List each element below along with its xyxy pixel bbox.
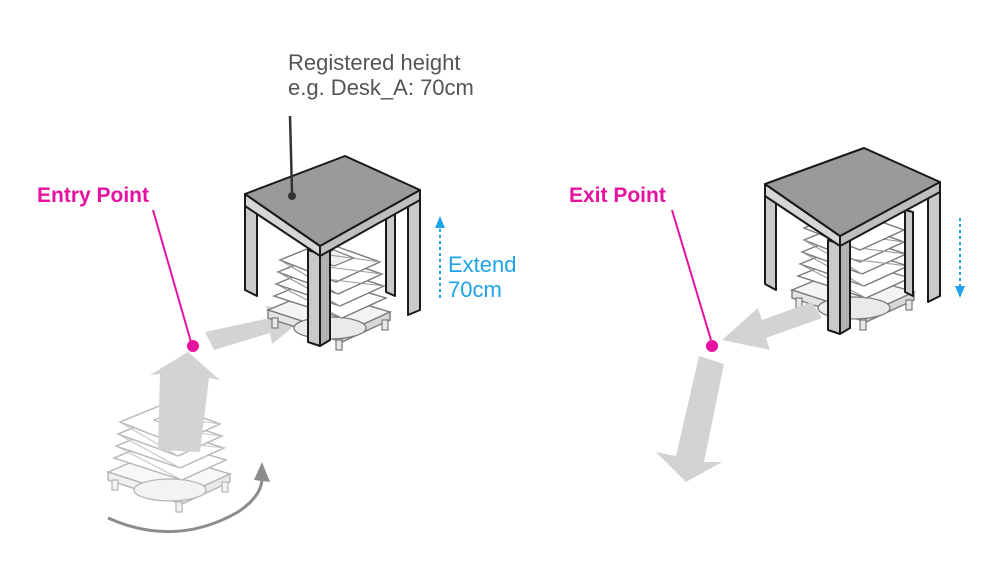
extend-label: Extend 70cm [448,252,517,303]
entry-pointer-line [152,209,192,343]
arrow-up-to-entry [150,352,220,452]
desk-exit [764,147,941,335]
entry-point-dot [187,340,199,352]
registered-height-label: Registered height e.g. Desk_A: 70cm [288,50,474,101]
registered-height-line1: Registered height [288,50,461,75]
arrow-desk-to-exit [722,302,822,350]
extend-line2: 70cm [448,277,502,303]
exit-pointer-line [671,209,712,341]
rotation-arrowhead [254,462,270,482]
exit-point-dot [706,340,718,352]
desk-entry [244,155,421,347]
extend-line1: Extend [448,252,517,277]
height-pointer-line [288,115,294,193]
arrow-exit-down [656,356,724,482]
rotation-arrow [107,477,264,534]
extend-arrowhead [435,216,445,228]
entry-point-label: Entry Point [37,184,150,207]
exit-point-label: Exit Point [569,184,666,207]
registered-height-line2: e.g. Desk_A: 70cm [288,75,474,101]
retract-arrowhead [955,286,965,298]
height-pointer-dot [288,192,296,200]
